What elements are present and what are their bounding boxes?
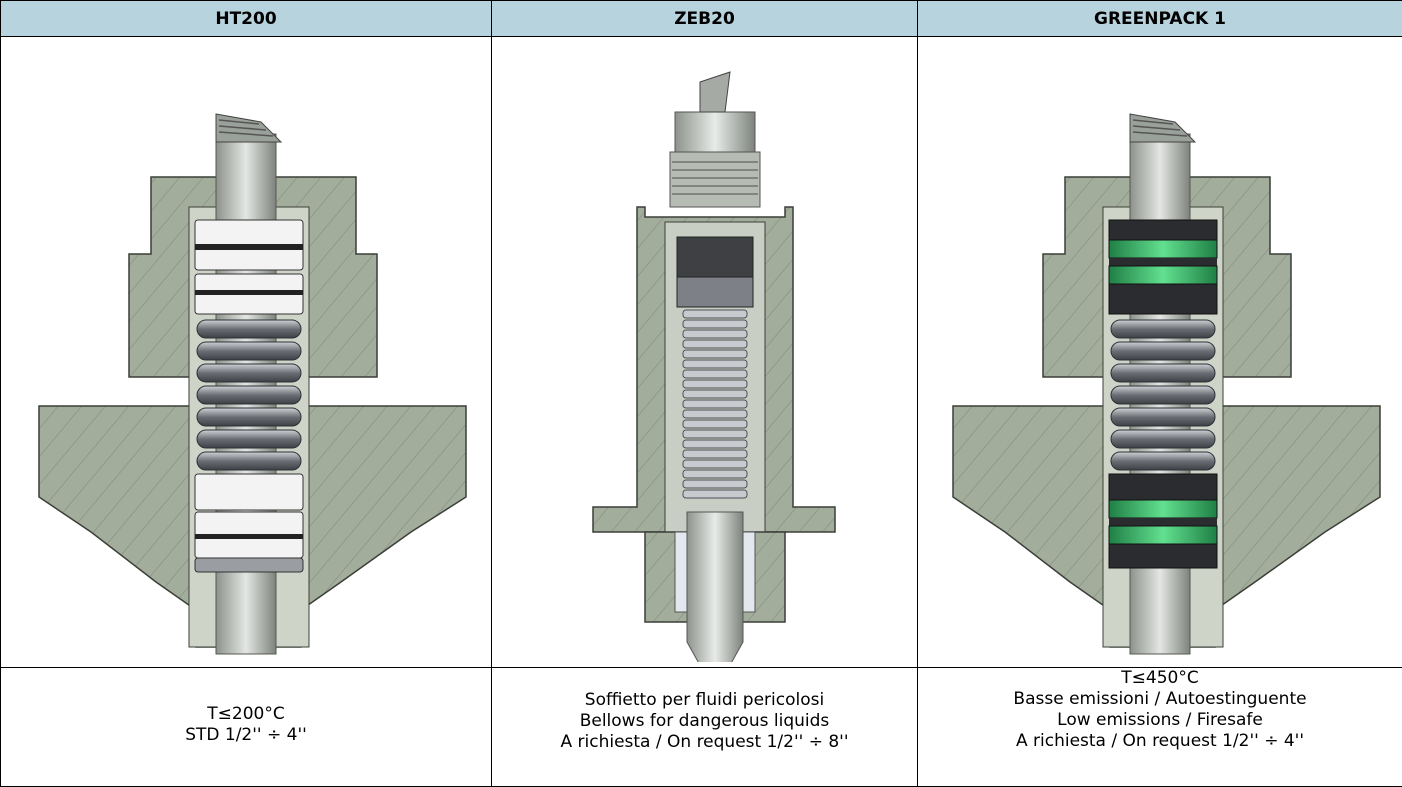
zeb20-line-3: A richiesta / On request 1/2'' ÷ 8''	[492, 732, 917, 753]
ht200-cross-section	[11, 42, 481, 662]
ht200-image-cell	[1, 37, 492, 668]
zeb20-image-cell	[492, 37, 918, 668]
greenpack1-line-1: T≤450°C	[918, 668, 1402, 689]
column-header-ht200: HT200	[1, 1, 492, 37]
zeb20-line-2: Bellows for dangerous liquids	[492, 711, 917, 732]
ht200-description: T≤200°C STD 1/2'' ÷ 4''	[1, 668, 492, 787]
greenpack1-line-4: A richiesta / On request 1/2'' ÷ 4''	[918, 731, 1402, 752]
greenpack1-image-cell	[918, 37, 1402, 668]
zeb20-line-1: Soffietto per fluidi pericolosi	[492, 690, 917, 711]
ht200-line-1: T≤200°C	[1, 704, 491, 725]
description-row: T≤200°C STD 1/2'' ÷ 4'' Soffietto per fl…	[1, 668, 1402, 787]
zeb20-description: Soffietto per fluidi pericolosi Bellows …	[492, 668, 918, 787]
image-row	[1, 37, 1402, 668]
column-header-greenpack1: GREENPACK 1	[918, 1, 1402, 37]
greenpack1-line-3: Low emissions / Firesafe	[918, 710, 1402, 731]
header-row: HT200 ZEB20 GREENPACK 1	[1, 1, 1402, 37]
greenpack1-line-2: Basse emissioni / Autoestinguente	[918, 689, 1402, 710]
column-header-zeb20: ZEB20	[492, 1, 918, 37]
zeb20-cross-section	[505, 42, 905, 662]
ht200-line-2: STD 1/2'' ÷ 4''	[1, 725, 491, 746]
greenpack1-cross-section	[925, 42, 1395, 662]
greenpack1-description: T≤450°C Basse emissioni / Autoestinguent…	[918, 668, 1402, 787]
